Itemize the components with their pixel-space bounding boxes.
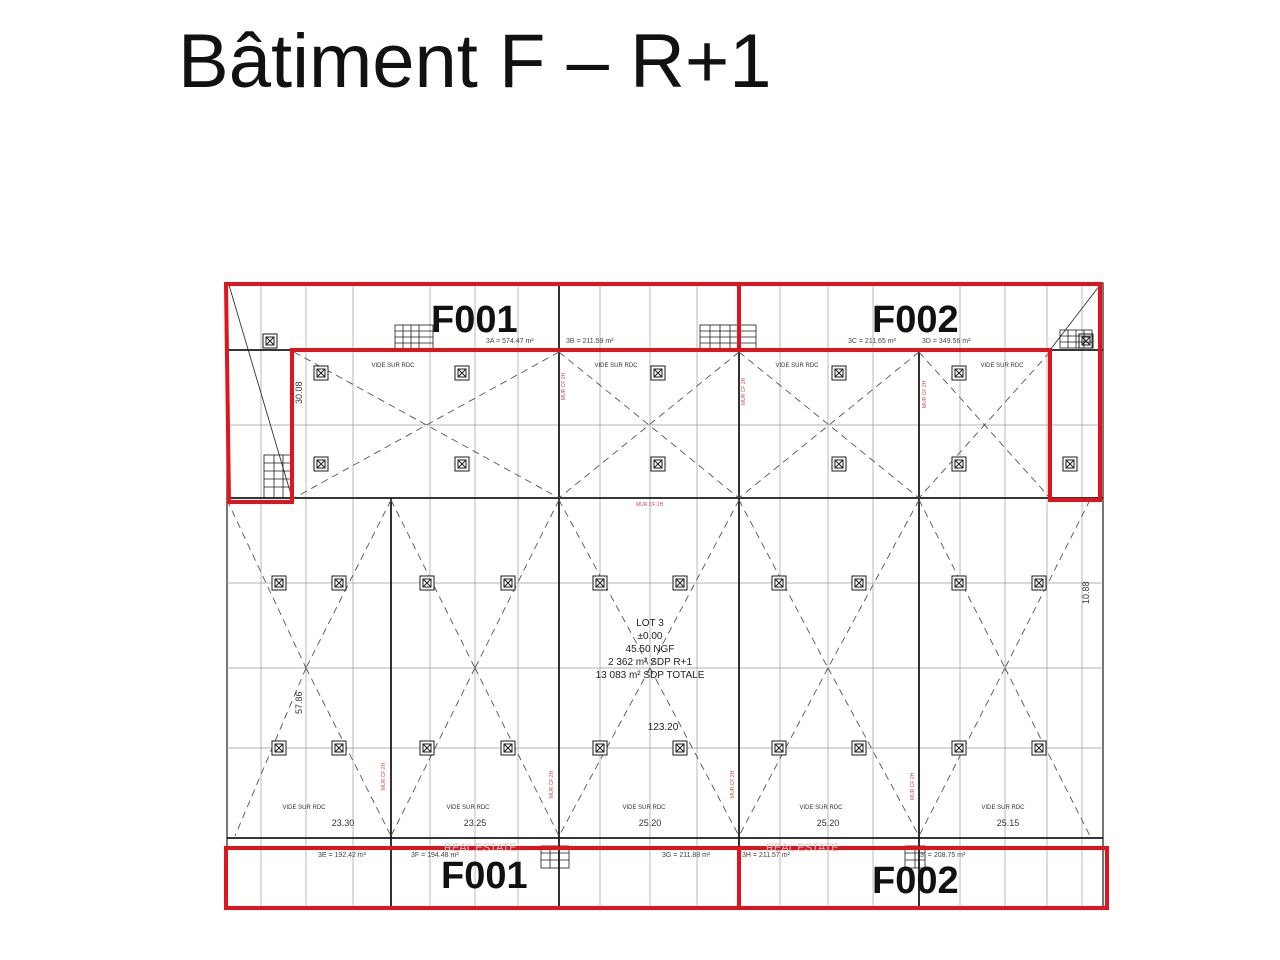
column [271, 575, 287, 591]
column [262, 333, 278, 349]
corner-diagonals [228, 284, 1101, 499]
column [331, 575, 347, 591]
column [500, 575, 516, 591]
void-label: VIDE SUR RDC [371, 363, 415, 369]
column [951, 740, 967, 756]
column [271, 740, 287, 756]
page-title: Bâtiment F – R+1 [178, 19, 772, 104]
bay-dimension: 25.20 [817, 818, 840, 828]
area-label-3g: 3G = 211.88 m² [662, 852, 711, 859]
wall-annotation: MUR CF 2H [910, 772, 916, 800]
area-label-3i: 3I = 208.75 m² [920, 852, 966, 859]
area-label-3d: 3D = 349.56 m² [922, 338, 971, 345]
column [951, 575, 967, 591]
void-label: VIDE SUR RDC [622, 805, 666, 811]
area-label-3h: 3H = 211.57 m² [742, 852, 791, 859]
void-diagonals-lower [226, 499, 1091, 837]
column [313, 456, 329, 472]
column [672, 575, 688, 591]
column [419, 575, 435, 591]
void-label: VIDE SUR RDC [775, 363, 819, 369]
watermark: REAL ESTATE [444, 842, 517, 854]
column [650, 365, 666, 381]
column [951, 456, 967, 472]
column [672, 740, 688, 756]
void-label: VIDE SUR RDC [980, 363, 1024, 369]
lot-sdp-r1: 2 362 m² SDP R+1 [608, 657, 692, 668]
column [951, 365, 967, 381]
column [454, 365, 470, 381]
area-label-3e: 3E = 192.42 m² [318, 852, 367, 859]
zone-label-f001-bottom: F001 [441, 855, 528, 897]
column [1062, 456, 1078, 472]
grid-lines [227, 283, 1103, 909]
area-label-3b: 3B = 211.59 m² [566, 338, 614, 345]
area-label-3c: 3C = 211.65 m² [848, 338, 897, 345]
stair-left-corner [263, 454, 293, 499]
corner-dimension: 30.08 [294, 381, 304, 404]
zone-label-f002-bottom: F002 [872, 860, 959, 902]
lot-ngf: 45.50 NGF [626, 644, 675, 655]
void-diagonals-upper [293, 351, 1051, 499]
zone-label-f001-top: F001 [431, 299, 518, 341]
wall-annotation: MUR CF 2H [741, 377, 747, 405]
wall-annotation: MUR CF 2H [381, 762, 387, 790]
wall-annotation: MUR CF 2H [561, 372, 567, 400]
area-label-3a: 3A = 574.47 m² [486, 338, 534, 345]
zone-f002-bottom-outline [737, 846, 1109, 910]
watermark: REAL ESTATE [766, 842, 839, 854]
lot-number: LOT 3 [636, 618, 664, 629]
bay-dimension: 23.30 [332, 818, 355, 828]
column [313, 365, 329, 381]
zone-label-f002-top: F002 [872, 299, 959, 341]
column [771, 740, 787, 756]
column [851, 575, 867, 591]
bay-dimension: 25.20 [639, 818, 662, 828]
wall-annotation: MUR CF 2H [730, 770, 736, 798]
column [1031, 740, 1047, 756]
void-label: VIDE SUR RDC [446, 805, 490, 811]
void-label: VIDE SUR RDC [282, 805, 326, 811]
column [592, 740, 608, 756]
column [592, 575, 608, 591]
void-label: VIDE SUR RDC [594, 363, 638, 369]
bay-dimension: 23.25 [464, 818, 487, 828]
column [500, 740, 516, 756]
column [331, 740, 347, 756]
column [1031, 575, 1047, 591]
left-height-dimension: 57.86 [294, 691, 304, 714]
overall-width-dimension: 123.20 [648, 722, 679, 733]
wall-annotation: MUR CF 2H [922, 380, 928, 408]
stair-top-right [1059, 329, 1093, 349]
column [851, 740, 867, 756]
stair-top-left [394, 324, 434, 350]
wall-annotation: MUR CF 2H [636, 502, 664, 508]
wall-annotation: MUR CF 2H [549, 770, 555, 798]
right-height-dimension: 10.88 [1081, 581, 1091, 604]
column [831, 365, 847, 381]
lot-sdp-total: 13 083 m² SDP TOTALE [596, 670, 705, 681]
stair-top-center [699, 324, 757, 350]
columns [262, 333, 1094, 756]
column [650, 456, 666, 472]
column [419, 740, 435, 756]
lot-level: ±0.00 [638, 631, 663, 642]
void-label: VIDE SUR RDC [981, 805, 1025, 811]
void-label: VIDE SUR RDC [799, 805, 843, 811]
column [454, 456, 470, 472]
bay-dimension: 25.15 [997, 818, 1020, 828]
column [831, 456, 847, 472]
area-label-3f: 3F = 194.48 m² [411, 852, 459, 859]
zone-outlines [223, 282, 1109, 910]
column [771, 575, 787, 591]
zone-f002-top-outline [737, 282, 1102, 502]
